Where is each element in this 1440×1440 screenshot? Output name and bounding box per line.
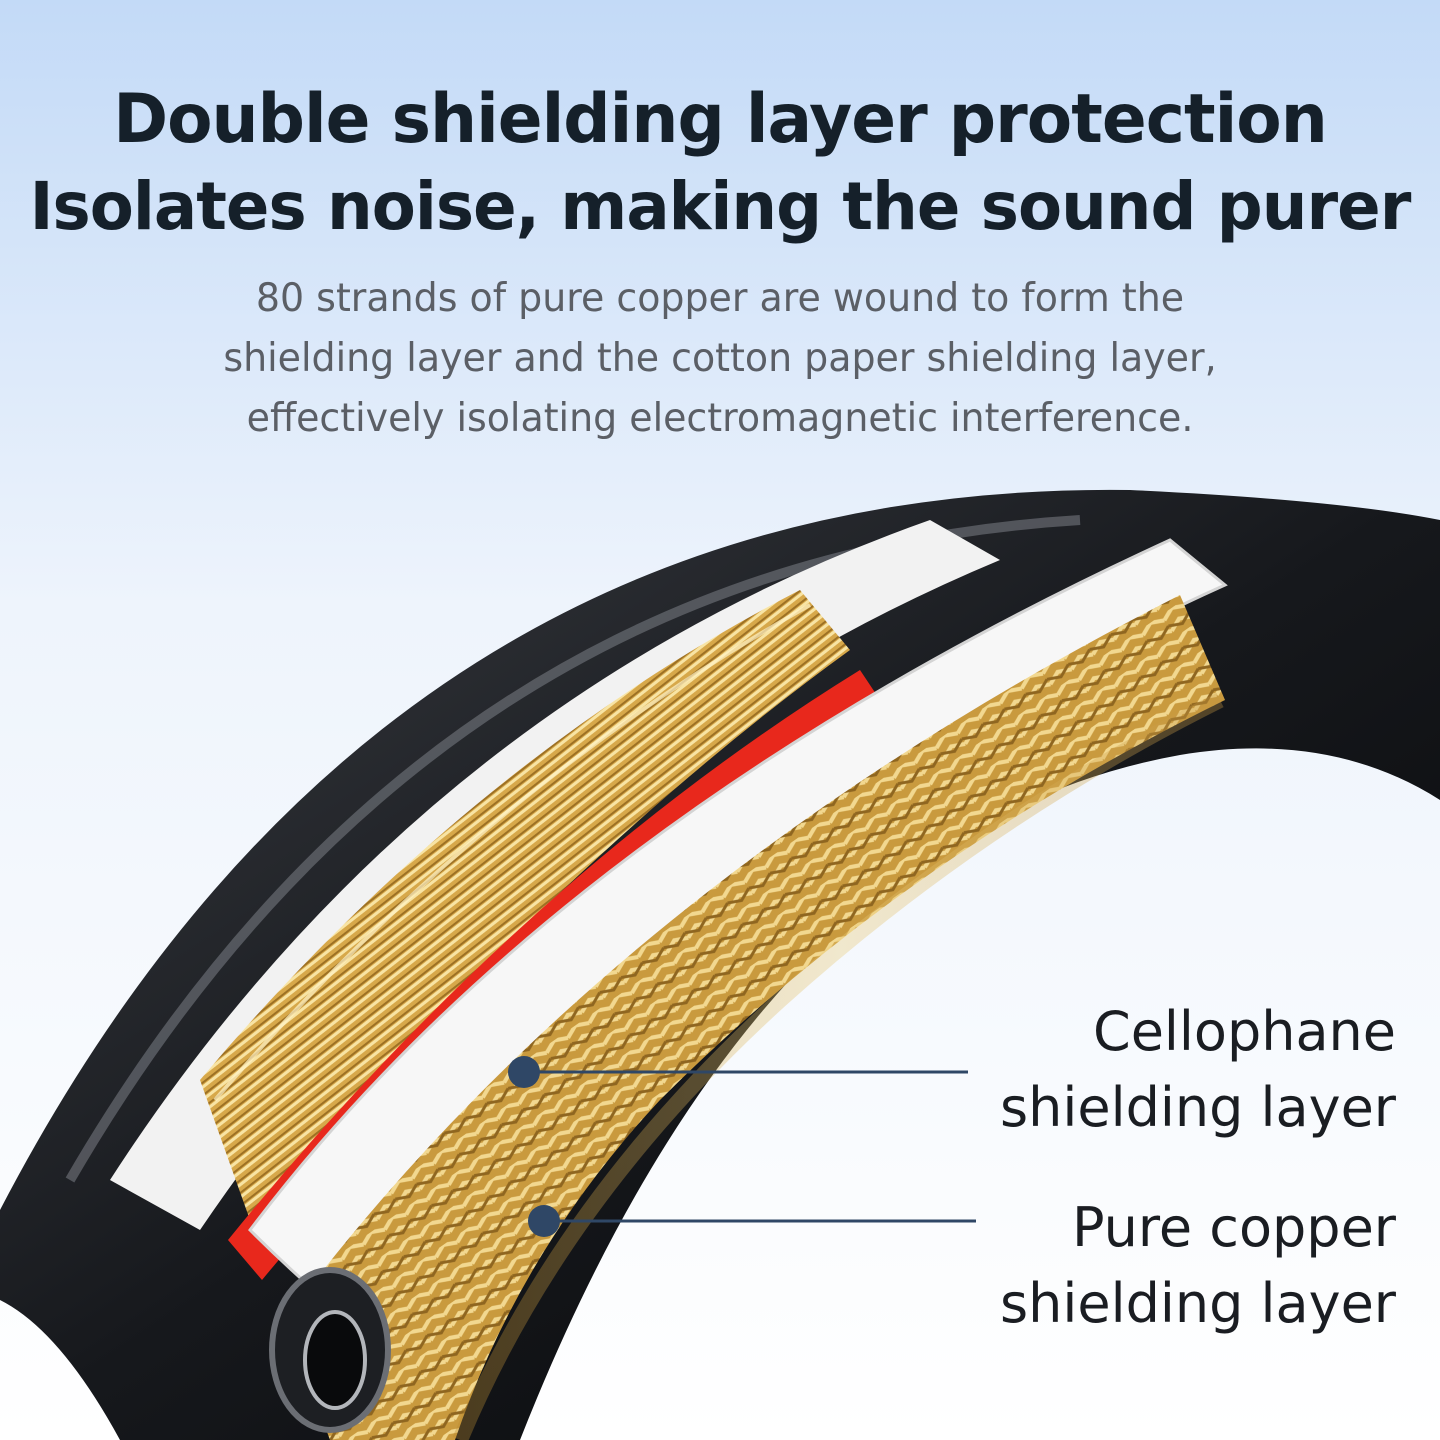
- callout-marker-cellophane: [508, 1056, 540, 1088]
- description-line-1: 80 strands of pure copper are wound to f…: [255, 276, 1185, 321]
- description-line-2: shielding layer and the cotton paper shi…: [223, 336, 1217, 381]
- callout-copper-line-2: shielding layer: [999, 1272, 1396, 1335]
- cable-end-ring-inner: [303, 1310, 367, 1410]
- headline-line-2: Isolates noise, making the sound purer: [29, 168, 1412, 245]
- callout-cellophane-label: Cellophane shielding layer: [1000, 994, 1396, 1146]
- description-line-3: effectively isolating electromagnetic in…: [246, 396, 1194, 441]
- callout-cellophane-line-1: Cellophane: [1092, 1000, 1396, 1063]
- copper-core-strands: [200, 590, 850, 1220]
- braid-shading: [452, 692, 1224, 1440]
- callout-copper-label: Pure copper shielding layer: [1000, 1190, 1396, 1342]
- callout-marker-copper: [528, 1205, 560, 1237]
- headline-line-1: Double shielding layer protection: [113, 80, 1328, 159]
- callout-copper-line-1: Pure copper: [1072, 1196, 1396, 1259]
- copper-core-sheen: [213, 603, 811, 1102]
- callout-cellophane-line-2: shielding layer: [999, 1076, 1396, 1139]
